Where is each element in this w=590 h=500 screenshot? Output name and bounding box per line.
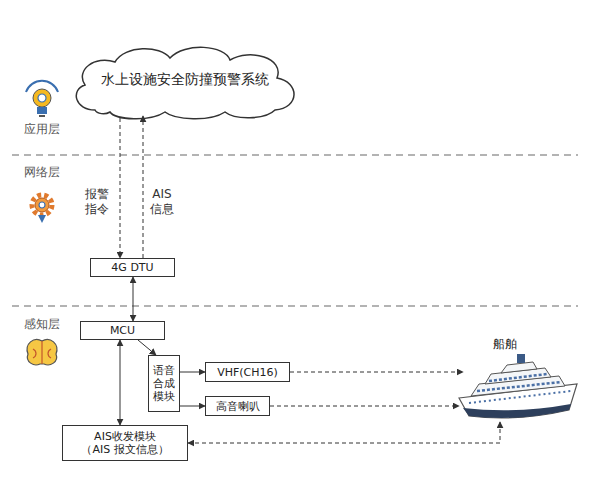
icon-folds: [33, 341, 51, 364]
icon-core: [38, 94, 46, 102]
node-text: 水上设施安全防撞预警系统: [101, 71, 269, 89]
icon-pointer: [38, 215, 46, 223]
cloud-shape: [76, 47, 294, 118]
speaker-box: 高音喇叭: [205, 396, 270, 416]
node-text: AIS收发模块: [94, 430, 156, 443]
icon-base: [39, 115, 45, 117]
lightbulb-icon: [26, 81, 58, 116]
node-text: 船舶: [493, 336, 517, 353]
edge-label: AIS 信息: [147, 187, 177, 217]
ship-windows: [477, 382, 561, 391]
speech-module-box: 语音 合成 模块: [148, 355, 180, 412]
node-text: 4G DTU: [111, 261, 153, 274]
ship-bridge: [501, 362, 537, 373]
signal-link: [143, 116, 144, 258]
gear-icon: [32, 195, 52, 223]
ship-hull-stripe: [463, 404, 571, 418]
wire-connector: [180, 406, 205, 407]
icon-brain: [27, 339, 57, 364]
wire-connector: [138, 340, 156, 355]
edge-label: 报警 指令: [84, 187, 110, 217]
ship-windows: [489, 374, 547, 381]
ship-funnel: [517, 354, 525, 363]
node-text: （AIS 报文信息）: [81, 443, 168, 456]
signal-link: [120, 118, 121, 258]
layer-divider: [12, 305, 578, 307]
icon-teeth: [32, 195, 52, 215]
vhf-box: VHF(CH16): [205, 362, 290, 382]
layer-label: 感知层: [24, 316, 60, 333]
signal-link: [290, 372, 463, 373]
node-text: 高音喇叭: [216, 400, 260, 413]
icon-base: [37, 107, 47, 114]
mcu-box: MCU: [80, 321, 165, 340]
ship-portholes: [469, 391, 571, 403]
icon-gear: [35, 198, 49, 212]
wire-connector: [133, 277, 134, 321]
layer-divider: [12, 154, 578, 156]
ship-node: 船舶: [455, 360, 580, 422]
signal-link: [270, 406, 459, 407]
ship-illustration: [459, 354, 577, 418]
dtu-box: 4G DTU: [90, 258, 175, 277]
cloud-system: 水上设施安全防撞预警系统: [65, 40, 305, 120]
wire-connector: [120, 340, 121, 425]
node-text: MCU: [110, 324, 135, 337]
icon-bulb: [33, 89, 51, 107]
signal-link: [188, 422, 500, 443]
node-text: 语音 合成 模块: [149, 364, 179, 403]
brain-icon: [27, 339, 57, 364]
layer-label: 应用层: [24, 121, 60, 138]
ais-module-box: AIS收发模块（AIS 报文信息）: [62, 425, 188, 461]
node-text: VHF(CH16): [217, 366, 278, 379]
wire-connector: [180, 372, 205, 373]
layer-label: 网络层: [24, 164, 60, 181]
icon-hub: [39, 202, 45, 208]
